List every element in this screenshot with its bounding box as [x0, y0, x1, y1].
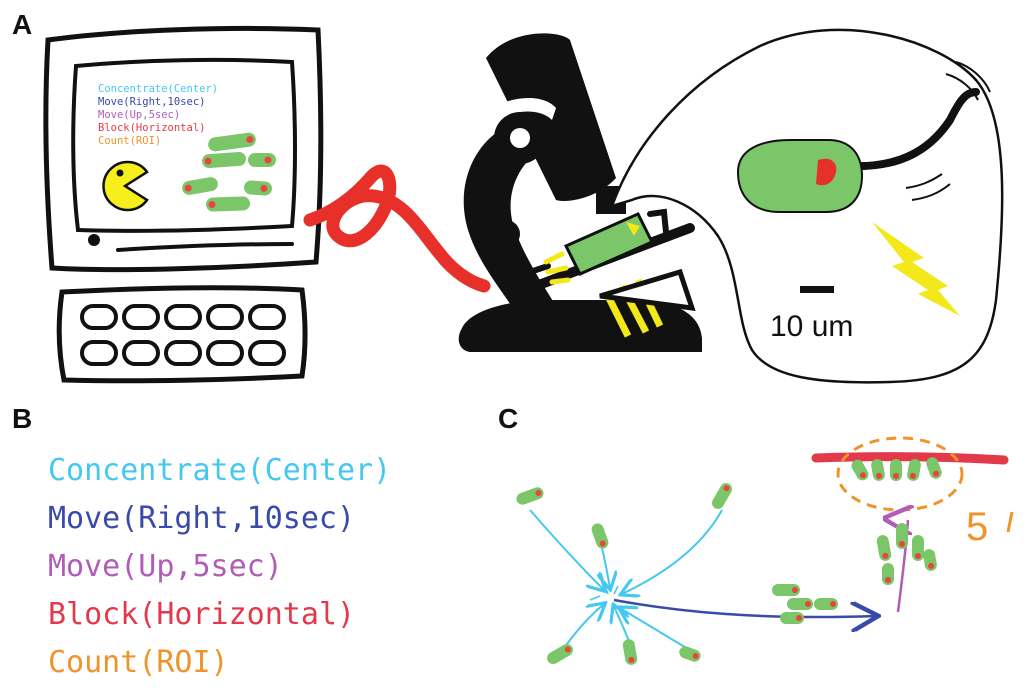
- bacterium-cell: [248, 153, 276, 167]
- bacterium-cell: [208, 132, 256, 152]
- panel-label-c: C: [498, 403, 518, 434]
- microscope-stage: [527, 208, 696, 338]
- command-list: Concentrate(Center) Move(Right,10sec) Mo…: [48, 453, 391, 680]
- screen-command: Concentrate(Center): [98, 83, 218, 95]
- scale-bar: [800, 286, 834, 293]
- panel-label-b: B: [12, 403, 32, 434]
- computer-monitor: [43, 25, 324, 273]
- bacterium-cell: [780, 612, 804, 624]
- screen-command: Move(Right,10sec): [98, 96, 205, 108]
- pacman-icon: [102, 160, 149, 212]
- bacterium-cell: [923, 549, 937, 571]
- bacterium-cell: [206, 196, 250, 212]
- bacterium-cell: [912, 535, 924, 561]
- bacterium-cell: [516, 487, 544, 505]
- power-button-icon: [88, 234, 100, 246]
- microscope: [458, 33, 702, 352]
- command-count: Count(ROI): [48, 645, 229, 680]
- bacterium-cell: [244, 180, 272, 196]
- bacterium-cell: [679, 646, 701, 662]
- bacterium-cell: [547, 644, 573, 664]
- screen-command: Block(Horizontal): [98, 122, 205, 134]
- bacterium-cell: [851, 459, 869, 481]
- bacterium-cell: [871, 459, 885, 481]
- bacterium-cell: [926, 457, 942, 479]
- eyespot: [816, 158, 837, 186]
- zoomed-bacterium: [736, 61, 991, 213]
- bacterium-cell: [890, 459, 902, 481]
- bacterium-cell: [787, 598, 813, 610]
- cable: [303, 164, 491, 293]
- command-concentrate: Concentrate(Center): [48, 453, 391, 488]
- bacterium-cell: [622, 639, 638, 665]
- bacterium-cell: [202, 151, 246, 169]
- screen-command: Move(Up,5sec): [98, 109, 180, 121]
- bacterium-cell: [712, 483, 732, 509]
- count-label: 5: [966, 505, 988, 549]
- roi-ellipse: [836, 436, 964, 512]
- scale-bar-label: 10 um: [770, 310, 853, 343]
- bacterium-cell: [896, 523, 908, 549]
- command-move-up: Move(Up,5sec): [48, 549, 283, 584]
- screen-command-list: Concentrate(Center) Move(Right,10sec) Mo…: [98, 83, 218, 147]
- bacterium-cell: [591, 523, 609, 549]
- keyboard: [56, 285, 308, 384]
- bacterium-cell: [882, 563, 894, 585]
- bacterium-cell: [876, 535, 892, 561]
- bacterium-cell: [772, 584, 800, 596]
- flagellum: [846, 88, 980, 171]
- bacterium-cell: [907, 459, 921, 481]
- panel-label-a: A: [12, 9, 32, 40]
- barrier-line: [811, 452, 1009, 465]
- command-block: Block(Horizontal): [48, 597, 355, 632]
- lightning-icon: [872, 222, 960, 316]
- count-prime: [1006, 511, 1014, 533]
- bacterium-cell: [182, 177, 218, 195]
- trajectory-diagram: 5: [516, 436, 1014, 665]
- screen-command: Count(ROI): [98, 135, 161, 147]
- screen-cells: [182, 132, 276, 212]
- bacterium-cell: [814, 598, 838, 610]
- command-move-right: Move(Right,10sec): [48, 501, 355, 536]
